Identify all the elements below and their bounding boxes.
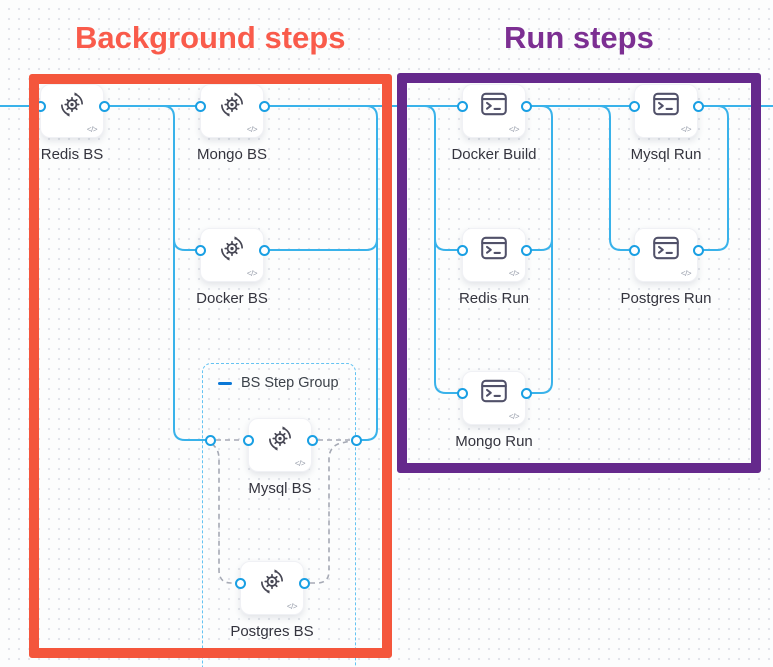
background-step-icon	[221, 235, 243, 262]
background-step-icon	[221, 91, 243, 118]
background-steps-title: Background steps	[75, 20, 346, 55]
code-glyph: </>	[86, 125, 98, 134]
step-port[interactable]	[194, 100, 206, 112]
step-card-postgres-run[interactable]: </>	[634, 228, 698, 282]
terminal-icon	[653, 236, 679, 260]
step-port[interactable]	[456, 244, 468, 256]
code-glyph: </>	[246, 269, 258, 278]
step-port[interactable]	[628, 244, 640, 256]
background-step-icon	[61, 91, 83, 118]
group-port[interactable]	[204, 434, 216, 446]
step-port[interactable]	[520, 387, 532, 399]
step-card-mongo-bs[interactable]: </>	[200, 84, 264, 138]
step-port[interactable]	[98, 100, 110, 112]
dashed-connector-line	[211, 443, 234, 584]
terminal-icon	[653, 92, 679, 116]
connector-line	[529, 105, 553, 394]
step-label-mysql-bs: Mysql BS	[248, 480, 312, 497]
connector-line	[434, 238, 460, 251]
step-label-postgres-run: Postgres Run	[620, 290, 712, 307]
step-card-postgres-bs[interactable]: </>	[240, 561, 304, 615]
step-port[interactable]	[306, 434, 318, 446]
connector-line	[423, 105, 460, 394]
code-glyph: </>	[286, 602, 298, 611]
step-card-docker-bs[interactable]: </>	[200, 228, 264, 282]
step-label-redis-run: Redis Run	[458, 290, 530, 307]
connector-line	[529, 238, 553, 251]
code-glyph: </>	[246, 125, 258, 134]
step-label-docker-build: Docker Build	[451, 146, 537, 163]
code-glyph: </>	[680, 269, 692, 278]
step-card-docker-build[interactable]: </>	[462, 84, 526, 138]
connector-line	[162, 105, 207, 441]
step-port[interactable]	[692, 244, 704, 256]
step-label-mongo-run: Mongo Run	[455, 433, 533, 450]
background-step-icon	[261, 568, 283, 595]
code-glyph: </>	[680, 125, 692, 134]
terminal-icon	[481, 236, 507, 260]
step-label-redis-bs: Redis BS	[40, 146, 104, 163]
step-label-mysql-run: Mysql Run	[630, 146, 702, 163]
step-port[interactable]	[456, 100, 468, 112]
step-card-redis-bs[interactable]: </>	[40, 84, 104, 138]
step-card-redis-run[interactable]: </>	[462, 228, 526, 282]
step-port[interactable]	[628, 100, 640, 112]
step-port[interactable]	[456, 387, 468, 399]
step-label-docker-bs: Docker BS	[196, 290, 268, 307]
run-steps-title: Run steps	[504, 20, 654, 55]
terminal-icon	[481, 379, 507, 403]
terminal-icon	[481, 92, 507, 116]
step-card-mongo-run[interactable]: </>	[462, 371, 526, 425]
step-port[interactable]	[692, 100, 704, 112]
step-label-mongo-bs: Mongo BS	[196, 146, 268, 163]
connector-line	[173, 238, 198, 251]
connector-line	[357, 105, 378, 441]
code-glyph: </>	[294, 459, 306, 468]
connector-line	[700, 105, 729, 251]
step-port[interactable]	[520, 244, 532, 256]
step-port[interactable]	[258, 100, 270, 112]
dashed-connector-line	[310, 440, 351, 584]
group-dashed-connectors	[211, 439, 351, 584]
step-port[interactable]	[258, 244, 270, 256]
code-glyph: </>	[508, 412, 520, 421]
step-port[interactable]	[34, 100, 46, 112]
step-group-header: BS Step Group	[203, 364, 355, 391]
code-glyph: </>	[508, 269, 520, 278]
group-port[interactable]	[350, 434, 362, 446]
step-port[interactable]	[520, 100, 532, 112]
bs-step-group[interactable]: BS Step Group	[202, 363, 356, 667]
background-step-icon	[269, 425, 291, 452]
step-card-mysql-run[interactable]: </>	[634, 84, 698, 138]
code-glyph: </>	[508, 125, 520, 134]
step-label-postgres-bs: Postgres BS	[230, 623, 314, 640]
step-port[interactable]	[234, 577, 246, 589]
step-port[interactable]	[298, 577, 310, 589]
connector-line	[266, 238, 378, 251]
step-group-label: BS Step Group	[241, 375, 339, 391]
step-card-mysql-bs[interactable]: </>	[248, 418, 312, 472]
step-port[interactable]	[194, 244, 206, 256]
connector-line	[598, 105, 632, 251]
collapse-minus-icon[interactable]	[218, 381, 232, 385]
step-port[interactable]	[242, 434, 254, 446]
